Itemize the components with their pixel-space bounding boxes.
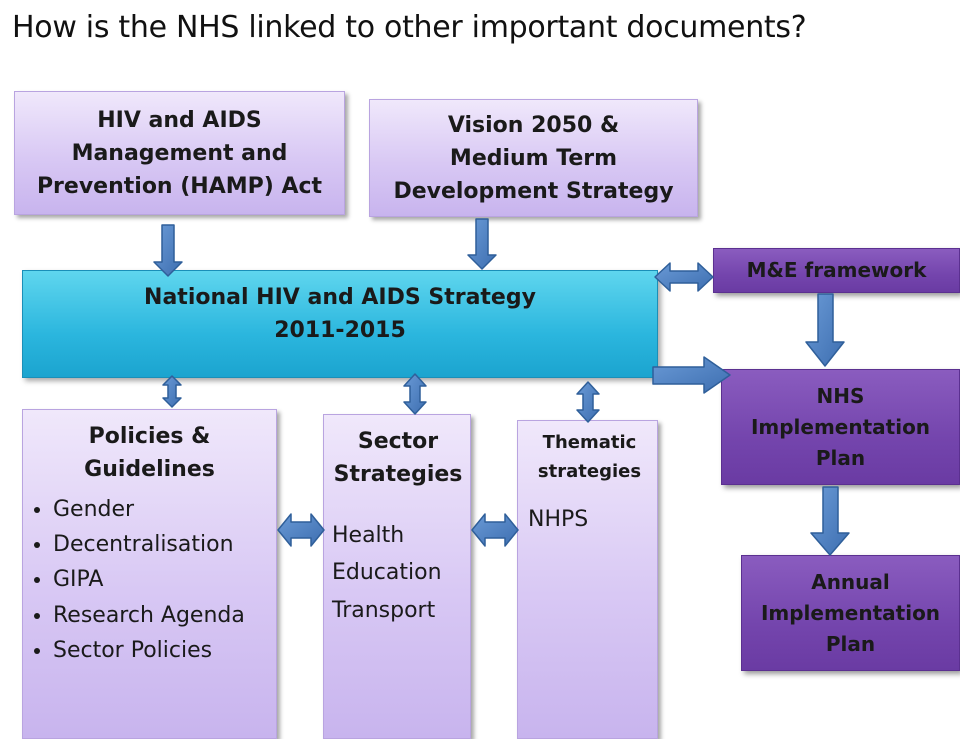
nhs-implementation-plan-box: NHS Implementation Plan bbox=[721, 369, 960, 485]
list-item: Health bbox=[332, 523, 405, 548]
thematic-line-1: Thematic bbox=[542, 432, 637, 453]
national-strategy-box: National HIV and AIDS Strategy 2011-2015 bbox=[22, 270, 658, 378]
nhs-plan-line-3: Plan bbox=[815, 445, 866, 470]
me-framework-box: M&E framework bbox=[713, 248, 960, 293]
hamp-line-3: Prevention (HAMP) Act bbox=[36, 173, 323, 199]
policies-guidelines-box: Policies & Guidelines Gender Decentralis… bbox=[22, 409, 277, 739]
nhs-plan-line-1: NHS bbox=[816, 383, 865, 408]
list-item: Research Agenda bbox=[53, 598, 268, 633]
vision-2050-box: Vision 2050 & Medium Term Development St… bbox=[369, 99, 698, 217]
arrow-down-icon bbox=[467, 218, 497, 270]
annual-plan-line-2: Implementation bbox=[760, 600, 941, 625]
list-item: Education bbox=[332, 560, 442, 586]
policies-list: Gender Decentralisation GIPA Research Ag… bbox=[31, 492, 268, 668]
vision-line-3: Development Strategy bbox=[393, 178, 674, 204]
double-arrow-icon bbox=[277, 513, 325, 547]
annual-plan-line-3: Plan bbox=[825, 631, 876, 656]
hamp-line-1: HIV and AIDS bbox=[97, 107, 262, 133]
strategy-line-2: 2011-2015 bbox=[274, 318, 406, 343]
double-arrow-icon bbox=[403, 373, 427, 415]
list-item: Decentralisation bbox=[53, 527, 268, 562]
policies-line-2: Guidelines bbox=[84, 457, 215, 482]
vision-line-2: Medium Term bbox=[449, 145, 618, 171]
me-label: M&E framework bbox=[746, 258, 927, 282]
double-arrow-icon bbox=[576, 381, 600, 423]
hamp-line-2: Management and bbox=[71, 140, 288, 166]
page-title: How is the NHS linked to other important… bbox=[12, 10, 807, 45]
thematic-line-2: strategies bbox=[537, 460, 642, 482]
strategy-line-1: National HIV and AIDS Strategy bbox=[144, 285, 536, 310]
sector-line-1: Sector bbox=[357, 429, 439, 454]
nhs-plan-line-2: Implementation bbox=[750, 414, 931, 439]
arrow-down-icon bbox=[810, 486, 850, 556]
list-item: GIPA bbox=[53, 562, 268, 597]
thematic-strategies-box: Thematic strategies NHPS bbox=[517, 420, 658, 739]
annual-plan-line-1: Annual bbox=[811, 569, 890, 594]
sector-line-2: Strategies bbox=[333, 462, 463, 487]
list-item: Gender bbox=[53, 492, 268, 527]
vision-line-1: Vision 2050 & bbox=[447, 112, 620, 138]
annual-implementation-plan-box: Annual Implementation Plan bbox=[741, 555, 960, 671]
policies-line-1: Policies & bbox=[88, 424, 211, 449]
list-item: Transport bbox=[332, 597, 436, 623]
double-arrow-icon bbox=[471, 513, 519, 547]
list-item: Sector Policies bbox=[53, 633, 268, 668]
list-item: NHPS bbox=[528, 506, 589, 532]
arrow-down-icon bbox=[805, 293, 845, 367]
arrow-right-icon bbox=[652, 356, 731, 394]
hamp-act-box: HIV and AIDS Management and Prevention (… bbox=[14, 91, 345, 215]
connector-arrows bbox=[153, 218, 850, 556]
double-arrow-icon bbox=[162, 375, 182, 408]
double-arrow-icon bbox=[654, 262, 714, 292]
arrow-down-icon bbox=[153, 224, 183, 277]
